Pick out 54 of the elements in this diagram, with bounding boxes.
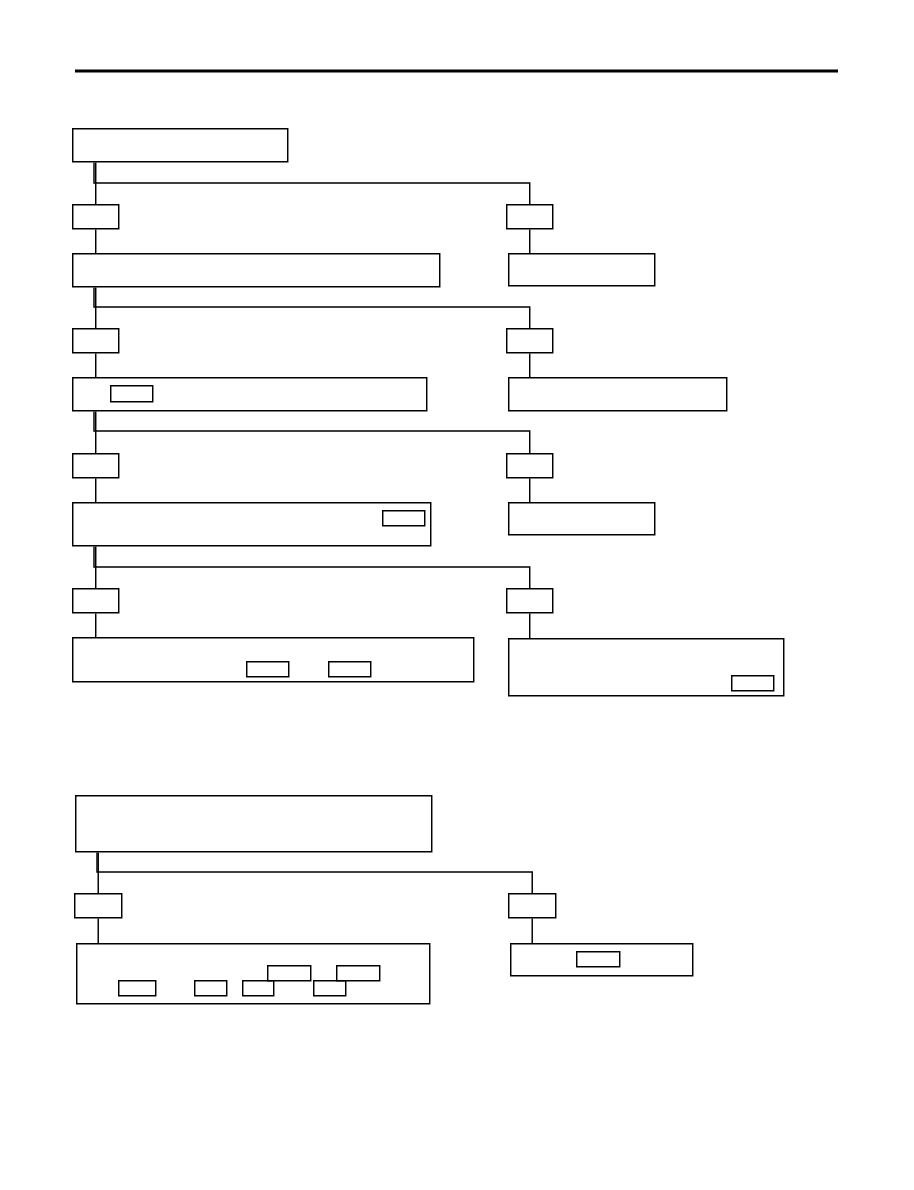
connector-line <box>95 286 97 329</box>
connector-line <box>529 612 531 639</box>
inline-box <box>194 980 228 997</box>
connector-line <box>93 161 531 205</box>
process-box <box>72 377 428 412</box>
process-box <box>72 253 441 288</box>
branch-box <box>72 453 120 479</box>
inline-box <box>110 385 154 403</box>
inline-box <box>576 951 621 968</box>
inline-box <box>242 980 275 997</box>
connector-line <box>529 352 531 378</box>
inline-box <box>731 675 775 692</box>
connector-line <box>93 410 531 454</box>
connector-line <box>531 917 533 944</box>
inline-box <box>267 965 312 982</box>
process-box <box>76 943 431 1005</box>
connector-line <box>95 161 97 205</box>
process-box <box>75 795 433 853</box>
process-box <box>508 502 656 536</box>
inline-box <box>382 510 426 527</box>
connector-line <box>95 352 97 378</box>
connector-line <box>95 477 97 503</box>
connector-line <box>97 917 99 944</box>
process-box <box>508 638 785 697</box>
inline-box <box>118 980 157 997</box>
process-box <box>510 943 694 977</box>
connector-line <box>95 228 97 254</box>
branch-box <box>74 893 123 919</box>
inline-box <box>328 661 372 678</box>
branch-box <box>506 588 554 614</box>
connector-line <box>97 851 99 894</box>
process-box <box>72 502 432 547</box>
connector-line <box>529 228 531 254</box>
connector-line <box>529 477 531 503</box>
branch-box <box>72 588 120 614</box>
inline-box <box>336 965 381 982</box>
connector-line <box>96 851 533 894</box>
connector-line <box>95 410 97 454</box>
process-box <box>72 128 289 163</box>
connector-line <box>93 286 531 329</box>
branch-box <box>506 328 554 354</box>
inline-box <box>313 980 347 997</box>
connector-line <box>95 545 97 589</box>
process-box <box>508 377 728 412</box>
branch-box <box>72 204 120 230</box>
process-box <box>508 253 656 287</box>
process-box <box>72 637 475 683</box>
branch-box <box>72 328 120 354</box>
branch-box <box>508 893 557 919</box>
connector-line <box>95 612 97 638</box>
branch-box <box>506 204 554 230</box>
connector-line <box>93 545 531 589</box>
inline-box <box>246 661 290 678</box>
branch-box <box>506 453 554 479</box>
